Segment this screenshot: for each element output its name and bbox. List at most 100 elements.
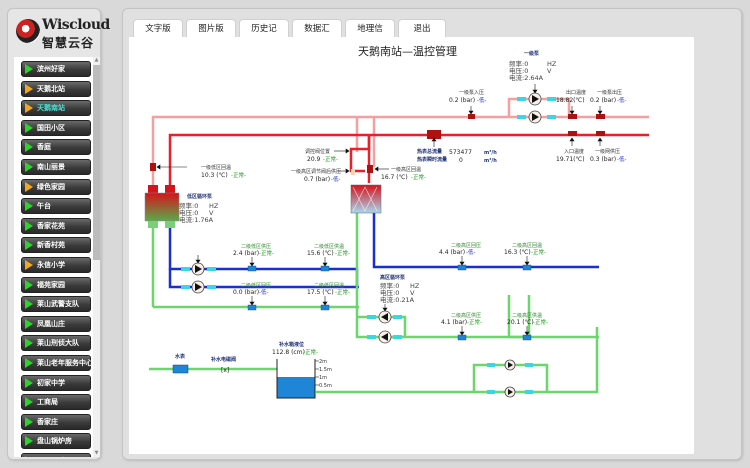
high-zone-pump-volt: 电压:0 xyxy=(380,288,399,297)
play-icon xyxy=(25,436,33,447)
play-icon xyxy=(25,318,33,329)
low-zone-return-temp-label: 一级低区回温 xyxy=(201,164,231,171)
station-button[interactable]: 滨州好家 xyxy=(21,61,91,77)
high-return-temp-value: 16.3 (℃) xyxy=(504,249,531,256)
station-button[interactable]: 南山丽景 xyxy=(21,158,91,175)
tab-geo-info[interactable]: 地理信息 xyxy=(345,19,395,52)
high-return-pressure-label: 二级高区回压 xyxy=(451,242,481,249)
station-label: 莱山武警支队 xyxy=(37,300,79,309)
logo-icon xyxy=(16,19,40,43)
station-button[interactable]: 盘山锅炉房 xyxy=(21,433,91,450)
station-label: 香家花苑 xyxy=(37,221,65,230)
high-zone-pump-title: 高区循环泵 xyxy=(380,274,406,281)
logo-text-cn: 智慧云谷 xyxy=(42,36,95,50)
warning-play-icon xyxy=(25,259,33,270)
low-return-temp-status: -正常- xyxy=(335,288,350,296)
scroll-thumb[interactable] xyxy=(93,65,100,260)
primary-return-pressure-label: 一级网供压 xyxy=(595,148,620,155)
station-button[interactable]: 凤凰山庄 xyxy=(21,315,91,332)
low-supply-temp-status: -正常- xyxy=(335,249,350,257)
tab-data-summary[interactable]: 数据汇总 xyxy=(292,19,342,52)
play-icon xyxy=(25,416,33,427)
station-button[interactable]: 香家花苑 xyxy=(21,217,91,234)
tank-scale-2m: 2m xyxy=(319,359,327,365)
play-icon xyxy=(25,357,33,368)
primary-pump-inlet-label: 一级泵入压 xyxy=(459,89,484,96)
play-icon xyxy=(25,377,33,388)
scroll-up-arrow-icon[interactable]: ▲ xyxy=(94,57,99,63)
low-zone-pump-freq-unit: HZ xyxy=(209,202,219,210)
low-return-temp-value: 17.5 (℃) xyxy=(307,289,334,296)
low-zone-return-temp-value: 10.3 (℃) xyxy=(201,172,228,179)
station-button[interactable]: 新香村苑 xyxy=(21,237,91,254)
low-zone-pump-volt: 电压:0 xyxy=(179,208,198,217)
low-zone-pump-title: 低区循环泵 xyxy=(186,193,213,200)
heat-instant-label: 热表瞬时流量 xyxy=(417,156,447,163)
primary-pump-freq-unit: HZ xyxy=(547,60,557,68)
station-button[interactable]: 莱山刑侦大队 xyxy=(21,335,91,352)
makeup-water-tank xyxy=(276,359,319,399)
station-button[interactable]: 莱山武警支队 xyxy=(21,296,91,313)
station-list-scrollbar[interactable]: ▲ ▼ xyxy=(93,57,100,457)
high-zone-pump-freq: 频率:0 xyxy=(380,281,399,290)
tank-scale-1-5m: 1.5m xyxy=(319,367,332,373)
station-button[interactable]: 天鹅南站 xyxy=(21,100,91,117)
warning-play-icon xyxy=(25,103,33,114)
tab-text-version[interactable]: 文字版 xyxy=(133,19,183,37)
tab-logout[interactable]: 退出 xyxy=(398,19,446,37)
high-zone-pump-volt-unit: V xyxy=(410,289,415,297)
high-return-pressure-status: -低- xyxy=(466,248,475,256)
valve-position-label: 调控阀位置 xyxy=(305,148,330,155)
low-supply-pressure-status: -正常- xyxy=(259,249,274,257)
low-zone-pump-current: 电流:1.76A xyxy=(179,215,214,224)
station-label: 南山丽景 xyxy=(37,162,65,171)
page-title: 天鹅南站—温控管理 xyxy=(358,45,457,58)
station-button[interactable]: 绿色家园 xyxy=(21,178,91,195)
primary-pump-volt: 电压:0 xyxy=(509,66,528,75)
low-zone-supply-pipe xyxy=(168,227,359,289)
low-return-temp-label: 二级低区回温 xyxy=(314,282,344,289)
station-label: 初家中学 xyxy=(37,378,65,387)
primary-pump-freq: 频率:0 xyxy=(509,59,528,68)
heat-total-label: 热表总流量 xyxy=(417,148,442,155)
station-label: 新香村苑 xyxy=(37,241,65,250)
station-button[interactable]: 福苑家园 xyxy=(21,276,91,293)
high-zone-return-temp-label: 一级高区回温 xyxy=(391,166,421,173)
station-button[interactable]: 四季花城三期 xyxy=(21,452,91,457)
station-button[interactable]: 初家中学 xyxy=(21,374,91,391)
primary-pump-outlet-label: 一级泵出压 xyxy=(597,89,622,96)
primary-pump-current: 电流:2.64A xyxy=(509,73,544,82)
water-meter-icon xyxy=(172,364,189,374)
tab-image-version[interactable]: 图片版 xyxy=(186,19,236,37)
low-return-pressure-label: 二级低区回压 xyxy=(241,282,271,289)
station-button[interactable]: 国田小区 xyxy=(21,119,91,136)
scroll-down-arrow-icon[interactable]: ▼ xyxy=(94,450,99,456)
high-return-temp-label: 二级高区回温 xyxy=(512,242,542,249)
makeup-valve-label: 补水电磁阀 xyxy=(210,356,236,363)
station-button[interactable]: 香庭 xyxy=(21,139,91,156)
station-button[interactable]: 午台 xyxy=(21,198,91,215)
station-button[interactable]: 香家庄 xyxy=(21,413,91,430)
station-button[interactable]: 永信小学 xyxy=(21,256,91,273)
station-label: 香家庄 xyxy=(37,417,58,426)
inlet-temp-value: 19.71(℃) xyxy=(556,156,585,163)
station-label: 天鹅南站 xyxy=(37,104,65,113)
station-button[interactable]: 莱山老年服务中心 xyxy=(21,354,93,371)
diagram-canvas: 天鹅南站—温控管理 xyxy=(129,37,694,454)
station-button[interactable]: 工商局 xyxy=(21,394,91,411)
play-icon xyxy=(25,240,33,251)
play-icon xyxy=(25,201,33,212)
low-supply-temp-label: 二级低区供温 xyxy=(314,243,344,250)
station-label: 国田小区 xyxy=(37,123,65,132)
high-zone-valve-pressure-status: -低- xyxy=(331,175,340,183)
station-button[interactable]: 天鹅北站 xyxy=(21,80,91,97)
low-zone-heat-exchanger xyxy=(144,185,180,228)
tab-history[interactable]: 历史记录 xyxy=(239,19,289,52)
low-zone-pump-volt-unit: V xyxy=(209,209,214,217)
high-zone-pump-current: 电流:0.21A xyxy=(380,295,415,304)
high-supply-pressure-label: 二级高区供压 xyxy=(451,312,481,319)
high-supply-temp-label: 二级高区供温 xyxy=(512,312,542,319)
primary-pump-volt-unit: V xyxy=(547,67,552,75)
high-zone-return-pipe xyxy=(372,213,599,269)
high-return-pressure-value: 4.4 (bar) xyxy=(439,249,465,256)
